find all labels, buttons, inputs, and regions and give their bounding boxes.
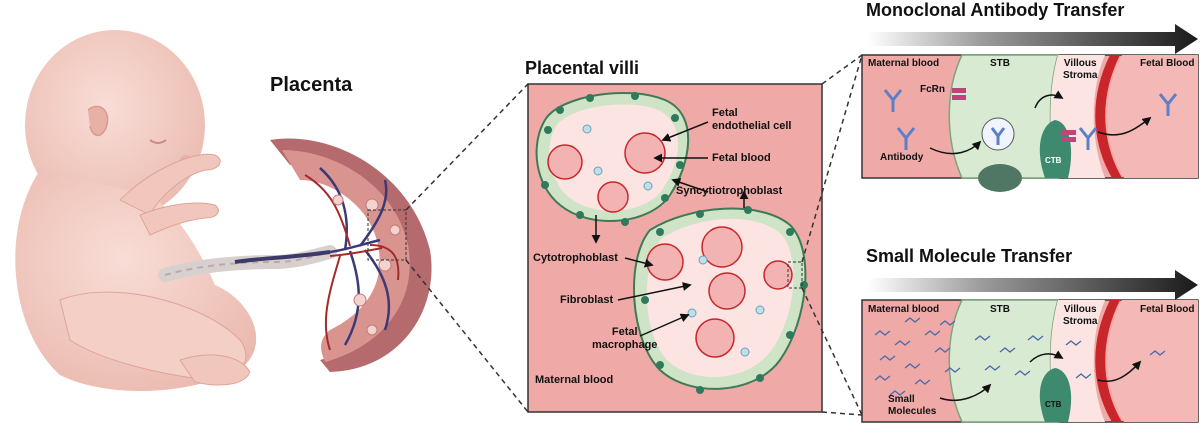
small-maternal-blood: Maternal blood — [868, 304, 940, 315]
label-text: Small — [888, 394, 915, 405]
mab-stb: STB — [990, 58, 1010, 69]
small-molecule-title: Small Molecule Transfer — [866, 246, 1073, 266]
label-fibroblast: Fibroblast — [560, 294, 614, 306]
label-text: Stroma — [1063, 316, 1098, 327]
small-fetal-blood: Fetal Blood — [1140, 304, 1195, 315]
mab-fcrn: FcRn — [920, 84, 945, 95]
label-syncytiotrophoblast: Syncytiotrophoblast — [676, 185, 783, 197]
mab-transfer-panel — [861, 54, 1199, 192]
transfer-arrow-small — [868, 270, 1198, 300]
placenta-title: Placenta — [270, 74, 353, 96]
label-fetal-macrophage: Fetal macrophage — [592, 326, 657, 352]
small-stb: STB — [990, 304, 1010, 315]
small-molecule-panel — [861, 299, 1199, 423]
mab-fetal-blood: Fetal Blood — [1140, 58, 1195, 69]
mab-antibody: Antibody — [880, 152, 924, 163]
label-text: endothelial cell — [712, 120, 792, 132]
label-text: Stroma — [1063, 70, 1098, 81]
fetus-illustration — [15, 30, 337, 392]
mab-ctb: CTB — [1045, 156, 1062, 165]
placenta-illustration — [270, 138, 432, 372]
small-ctb: CTB — [1045, 400, 1062, 409]
label-fetal-endothelial: Fetal endothelial cell — [712, 107, 791, 133]
mab-title: Monoclonal Antibody Transfer — [866, 0, 1125, 20]
label-text: Fetal — [611, 326, 638, 338]
mab-villous-stroma: Villous Stroma — [1063, 58, 1097, 82]
mab-maternal-blood: Maternal blood — [868, 58, 940, 69]
label-text: Villous — [1063, 58, 1097, 69]
label-cytotrophoblast: Cytotrophoblast — [533, 252, 618, 264]
label-fetal-blood: Fetal blood — [712, 152, 771, 164]
label-text: Fetal — [712, 107, 738, 119]
villi-panel — [527, 83, 823, 413]
label-text: Villous — [1063, 304, 1097, 315]
villi-title: Placental villi — [525, 58, 640, 78]
label-text: Molecules — [888, 406, 937, 417]
small-molecules-label: Small Molecules — [888, 394, 936, 418]
small-villous-stroma: Villous Stroma — [1063, 304, 1097, 328]
transfer-arrow-mab — [868, 24, 1198, 54]
label-maternal-blood-villi: Maternal blood — [535, 374, 614, 386]
label-text: macrophage — [592, 339, 658, 351]
